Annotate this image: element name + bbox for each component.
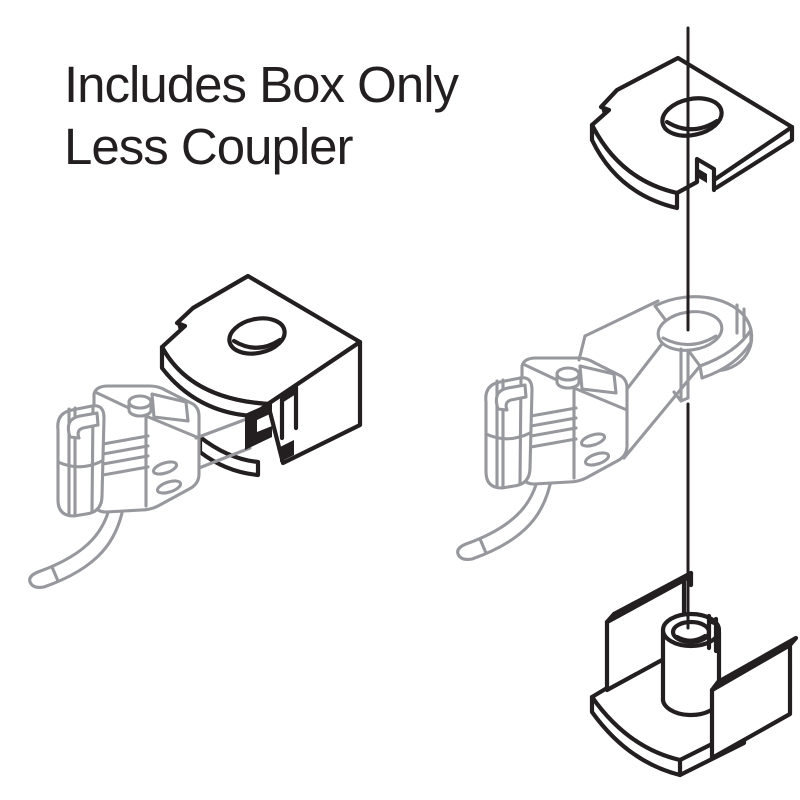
caption-line-2: Less Coupler [64, 118, 354, 175]
box-lid-drawing [589, 55, 795, 211]
caption: Includes Box Only Less Coupler [64, 54, 459, 178]
ghosted-coupler-drawing [28, 384, 254, 589]
exploded-figure [456, 26, 799, 778]
box-front-flanges [245, 402, 294, 462]
assembled-figure [28, 273, 363, 589]
caption-line-1: Includes Box Only [64, 56, 459, 113]
ghosted-coupler-drawing [456, 295, 754, 561]
box-base-drawing [589, 570, 799, 778]
